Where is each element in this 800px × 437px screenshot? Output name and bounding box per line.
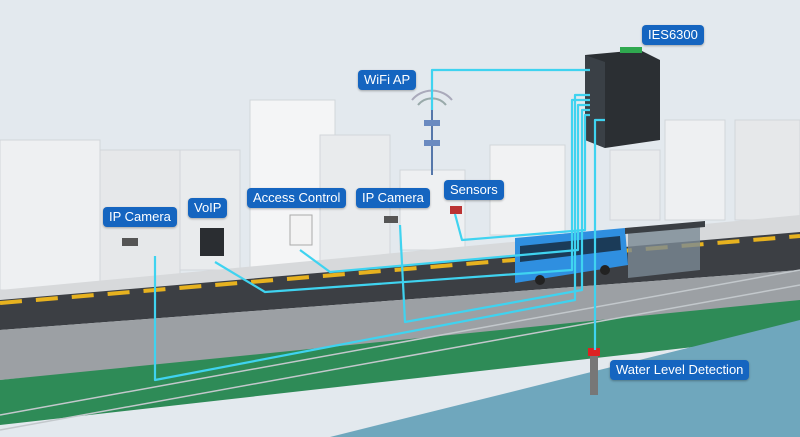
ip-camera-left-label: IP Camera: [103, 207, 177, 227]
camera-left-device: [122, 238, 138, 246]
sensor-device: [450, 206, 462, 214]
access-control-label: Access Control: [247, 188, 347, 208]
access-control-device: [289, 214, 313, 246]
bus-stop: [625, 221, 705, 278]
sensors-label: Sensors: [444, 180, 504, 200]
river: [330, 320, 800, 437]
wifi-ap-label: WiFi AP: [358, 70, 417, 90]
pavement-lower: [0, 270, 800, 380]
switch-label: IES6300: [642, 25, 704, 45]
railing: [0, 269, 800, 431]
voip-device: [200, 228, 224, 256]
water-level-label: Water Level Detection: [610, 360, 750, 380]
ip-camera-mid-label: IP Camera: [356, 188, 430, 208]
water-level-device: [588, 348, 600, 395]
voip-label: VoIP: [188, 198, 228, 218]
switch-device: [585, 47, 660, 148]
camera-mid-device: [384, 216, 398, 223]
network-cables: [153, 68, 605, 382]
